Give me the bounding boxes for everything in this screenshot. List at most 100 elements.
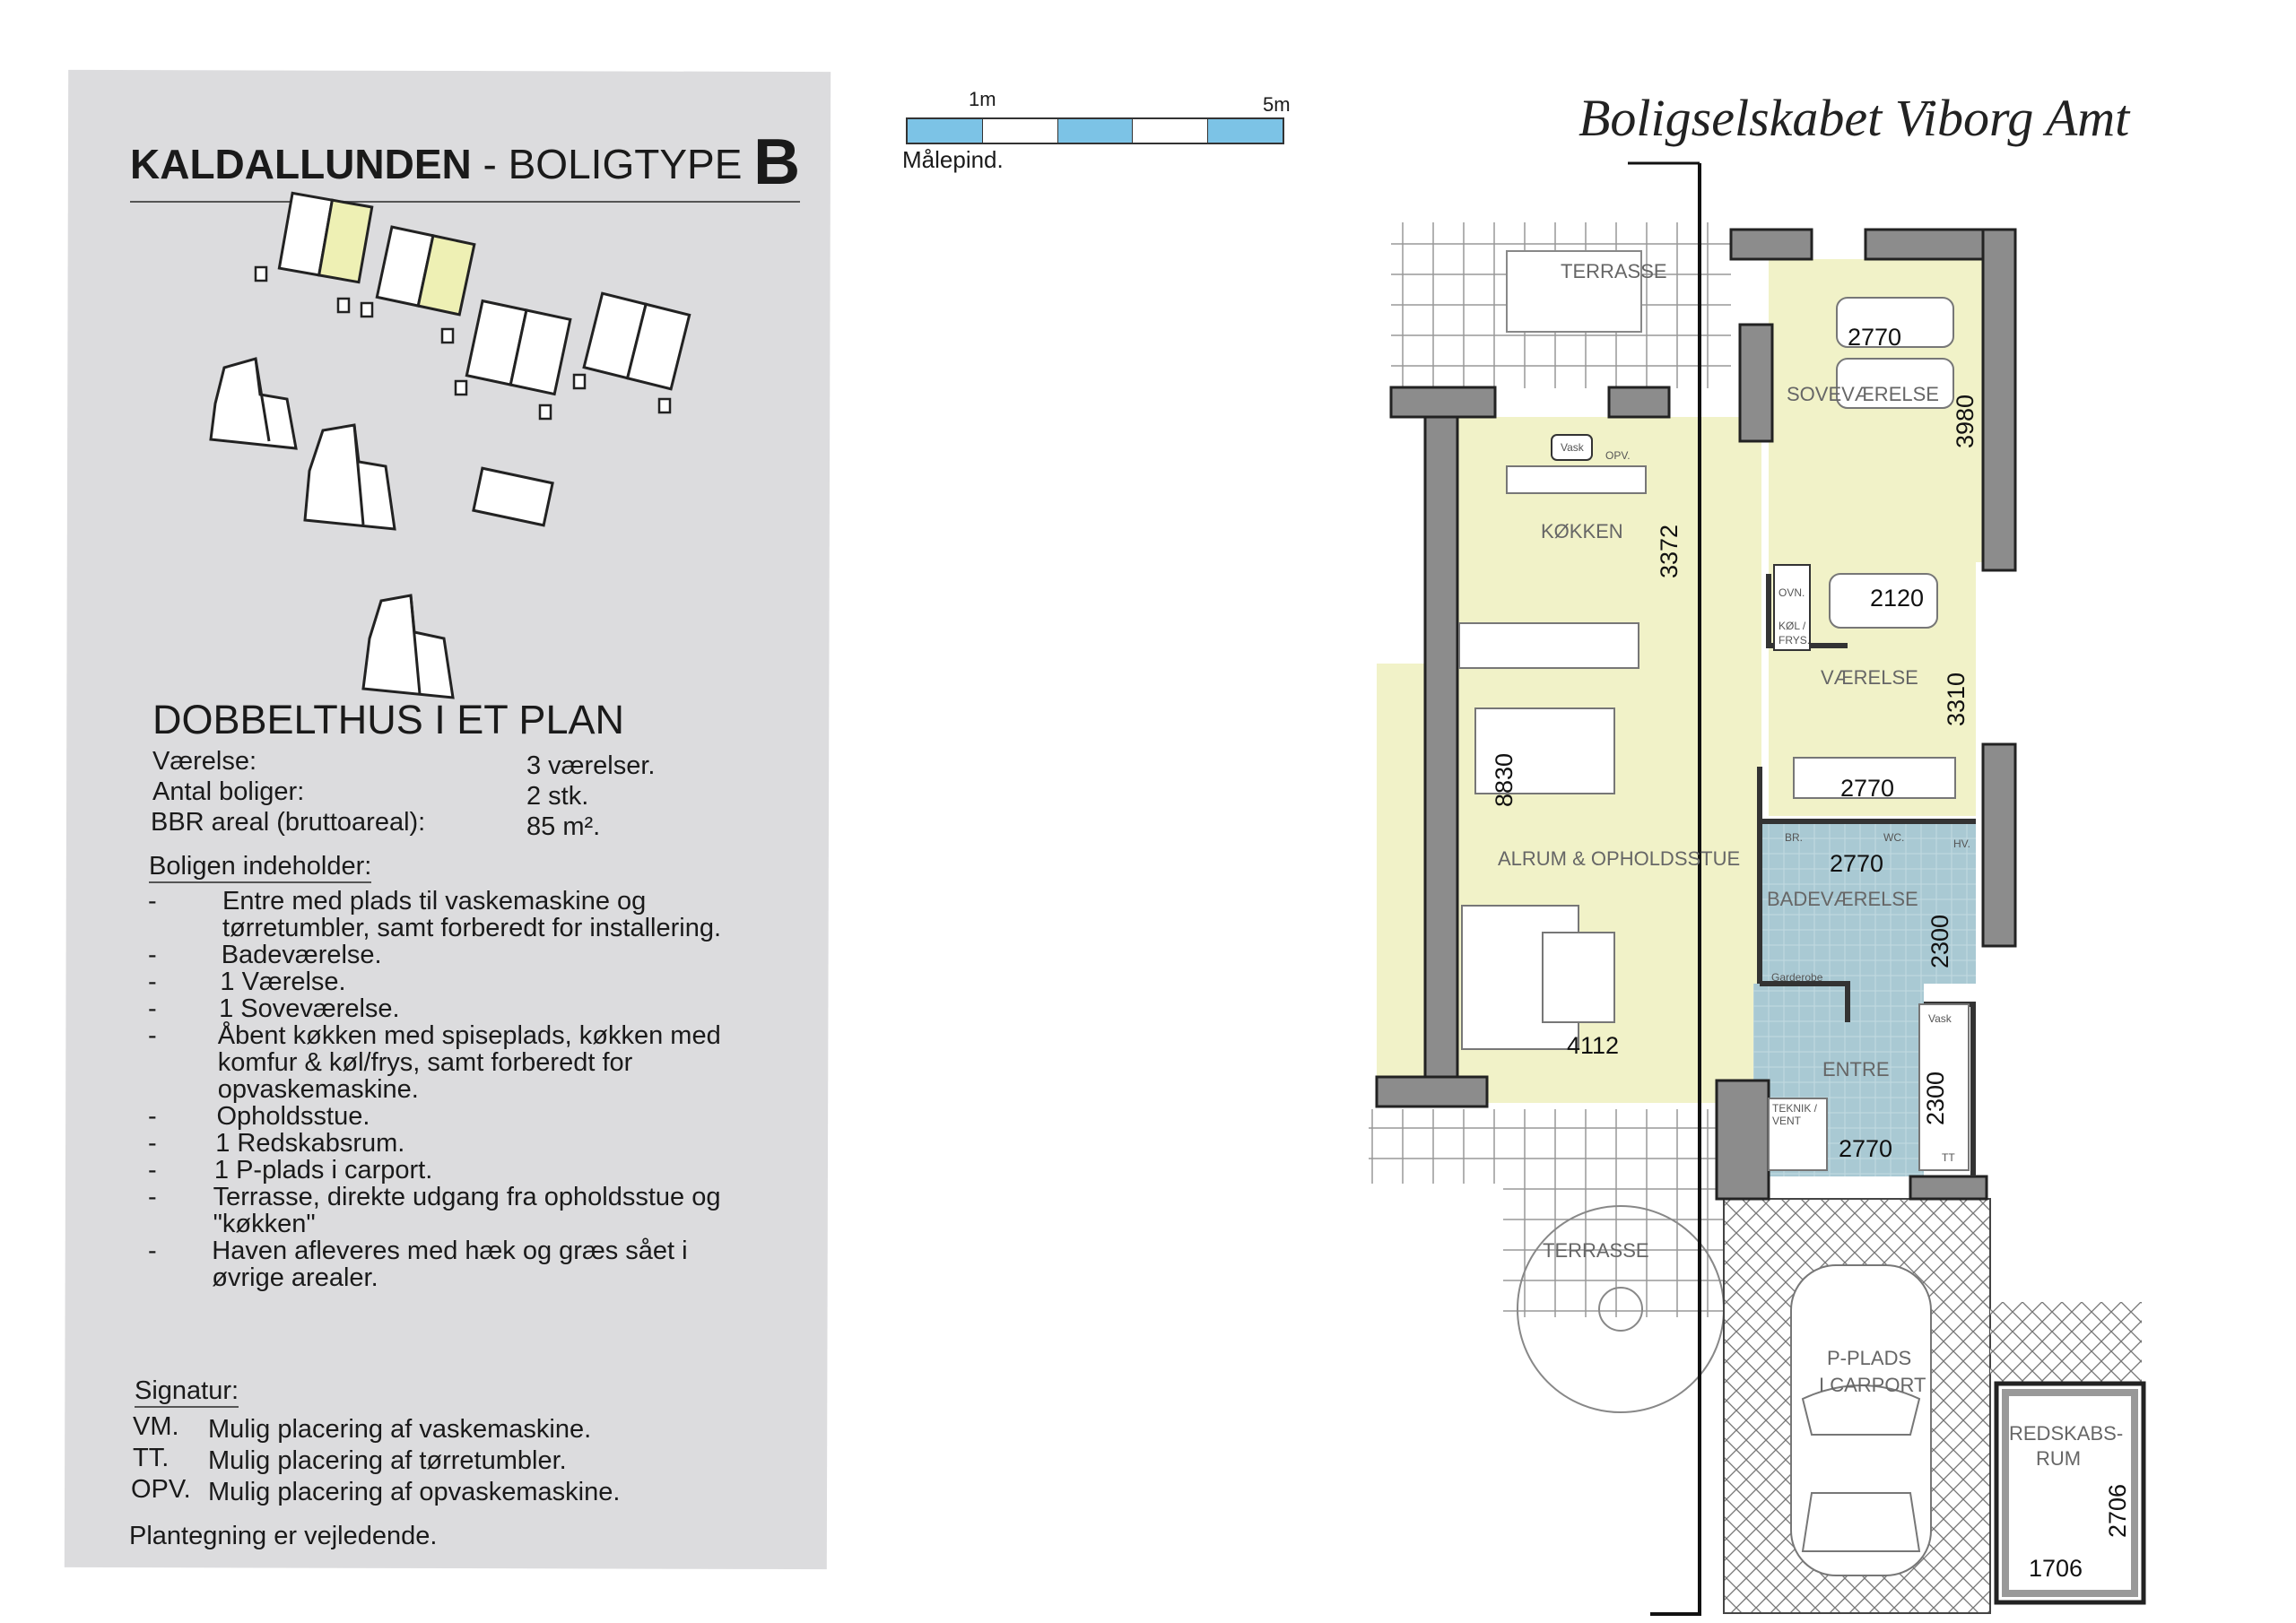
signatur-text: Mulig placering af tørretumbler. <box>208 1446 567 1475</box>
label-badevaerelse: BADEVÆRELSE <box>1767 888 1918 910</box>
label-kokken: KØKKEN <box>1541 520 1623 542</box>
title-letter: B <box>753 126 801 198</box>
contents-item: Åbent køkken med spiseplads, køkken med <box>217 1021 721 1050</box>
dim-alrum-h: 8830 <box>1491 753 1518 807</box>
signatur-code: TT. <box>133 1444 170 1472</box>
list-bullet: - <box>148 968 157 996</box>
label-terrasse-bottom: TERRASSE <box>1543 1239 1649 1262</box>
bathroom-area <box>1761 821 1976 984</box>
contents-item: Badeværelse. <box>221 941 382 969</box>
label-opv: OPV. <box>1605 449 1631 462</box>
contents-item: Opholdsstue. <box>216 1102 370 1131</box>
site-house-pair-1 <box>277 191 374 284</box>
label-terrasse-top: TERRASSE <box>1561 260 1667 282</box>
contents-item: 1 Værelse. <box>220 968 346 996</box>
contents-item: 1 Soveværelse. <box>219 994 400 1023</box>
dim-entre-w: 2770 <box>1839 1135 1892 1162</box>
company-logo: Boligselskabet Viborg Amt <box>1578 89 2130 147</box>
list-bullet: - <box>148 1156 157 1185</box>
label-redskabs: REDSKABS- <box>2009 1422 2123 1445</box>
list-bullet: - <box>148 994 157 1023</box>
list-bullet: - <box>148 1183 157 1211</box>
site-house-pair-4 <box>582 291 691 391</box>
label-ovn: OVN. <box>1779 586 1805 599</box>
contents-item: tørretumbler, samt forberedt for install… <box>222 914 722 942</box>
label-garderobe: Garderobe <box>1771 971 1823 984</box>
signatur-code: OPV. <box>131 1475 191 1504</box>
contents-item: opvaskemaskine. <box>217 1075 419 1104</box>
party-line <box>1650 163 1701 1616</box>
info-value-units: 2 stk. <box>526 782 589 811</box>
label-sovevaerelse: SOVEVÆRELSE <box>1787 383 1939 405</box>
label-kol: KØL / <box>1779 620 1806 632</box>
contents-item: Haven afleveres med hæk og græs sået i <box>212 1237 688 1265</box>
label-vask-entre: Vask <box>1928 1012 1952 1025</box>
dim-kokken-h: 3372 <box>1656 525 1683 578</box>
scale-caption: Målepind. <box>902 146 1004 173</box>
label-carport: I CARPORT <box>1819 1374 1926 1396</box>
contents-item: "køkken" <box>213 1210 316 1238</box>
walls <box>1375 228 2017 1201</box>
dim-entre-h: 2300 <box>1922 1072 1949 1125</box>
info-label-rooms: Værelse: <box>152 747 257 776</box>
list-bullet: - <box>148 1102 157 1131</box>
label-vask: Vask <box>1561 441 1585 454</box>
car-icon <box>1790 1264 1932 1576</box>
contents-item: komfur & køl/frys, samt forberedt for <box>217 1048 633 1077</box>
site-house-pair-3 <box>465 299 572 396</box>
contents-item: 1 Redskabsrum. <box>215 1129 405 1158</box>
info-label-area: BBR areal (bruttoareal): <box>151 808 426 837</box>
site-shed <box>472 466 554 527</box>
plan-note: Plantegning er vejledende. <box>129 1522 438 1550</box>
label-tt: TT <box>1942 1151 1955 1164</box>
info-value-area: 85 m². <box>526 812 601 841</box>
info-heading: DOBBELTHUS I ET PLAN <box>152 697 624 742</box>
info-value-rooms: 3 værelser. <box>526 751 656 780</box>
label-wc: WC. <box>1883 831 1904 844</box>
scale-label-1m: 1m <box>969 88 996 110</box>
list-bullet: - <box>148 887 157 916</box>
contents-item: Entre med plads til vaskemaskine og <box>222 887 647 916</box>
label-entre: ENTRE <box>1822 1058 1890 1081</box>
scale-label-5m: 5m <box>1263 93 1291 116</box>
list-bullet: - <box>148 941 157 969</box>
dim-vaer-w: 2770 <box>1840 775 1894 802</box>
dim-redskab-h: 2706 <box>2104 1484 2131 1538</box>
label-br: BR. <box>1785 831 1803 844</box>
dim-bad-w: 2770 <box>1830 850 1883 877</box>
shed <box>1994 1381 2146 1605</box>
contents-item: øvrige arealer. <box>212 1263 378 1292</box>
signatur-code: VM. <box>133 1412 179 1441</box>
label-vent: VENT <box>1772 1115 1802 1127</box>
label-alrum: ALRUM & OPHOLDSSTUE <box>1498 847 1740 870</box>
signatur-heading: Signatur: <box>135 1376 239 1408</box>
label-vaerelse: VÆRELSE <box>1821 666 1918 689</box>
label-frys: FRYS. <box>1779 634 1810 647</box>
signatur-text: Mulig placering af opvaskemaskine. <box>208 1478 621 1506</box>
signatur-text: Mulig placering af vaskemaskine. <box>208 1415 592 1444</box>
dim-sove-h: 3980 <box>1952 395 1979 448</box>
contents-heading: Boligen indeholder: <box>149 852 372 883</box>
contents-item: Terrasse, direkte udgang fra opholdsstue… <box>213 1183 721 1211</box>
label-pplads: P-PLADS <box>1827 1347 1911 1369</box>
list-bullet: - <box>148 1021 157 1050</box>
title-project: KALDALLUNDEN <box>130 141 472 187</box>
dim-alrum-w: 4112 <box>1567 1032 1619 1059</box>
label-rum: RUM <box>2036 1447 2081 1470</box>
label-hv: HV. <box>1953 838 1970 850</box>
site-house-pair-2 <box>375 225 476 317</box>
info-label-units: Antal boliger: <box>152 777 305 806</box>
scale-bar <box>906 117 1284 144</box>
list-bullet: - <box>148 1129 157 1158</box>
list-bullet: - <box>148 1237 157 1265</box>
dim-bad-h: 2300 <box>1926 915 1953 968</box>
dim-sove-w: 2770 <box>1848 324 1901 351</box>
label-teknik: TEKNIK / <box>1772 1102 1818 1115</box>
contents-item: 1 P-plads i carport. <box>213 1156 433 1185</box>
title-type: - BOLIGTYPE <box>471 141 754 187</box>
page-title: KALDALLUNDEN - BOLIGTYPE B <box>130 126 801 203</box>
dim-vaer-top: 2120 <box>1870 585 1924 612</box>
dim-redskab-w: 1706 <box>2029 1555 2083 1582</box>
